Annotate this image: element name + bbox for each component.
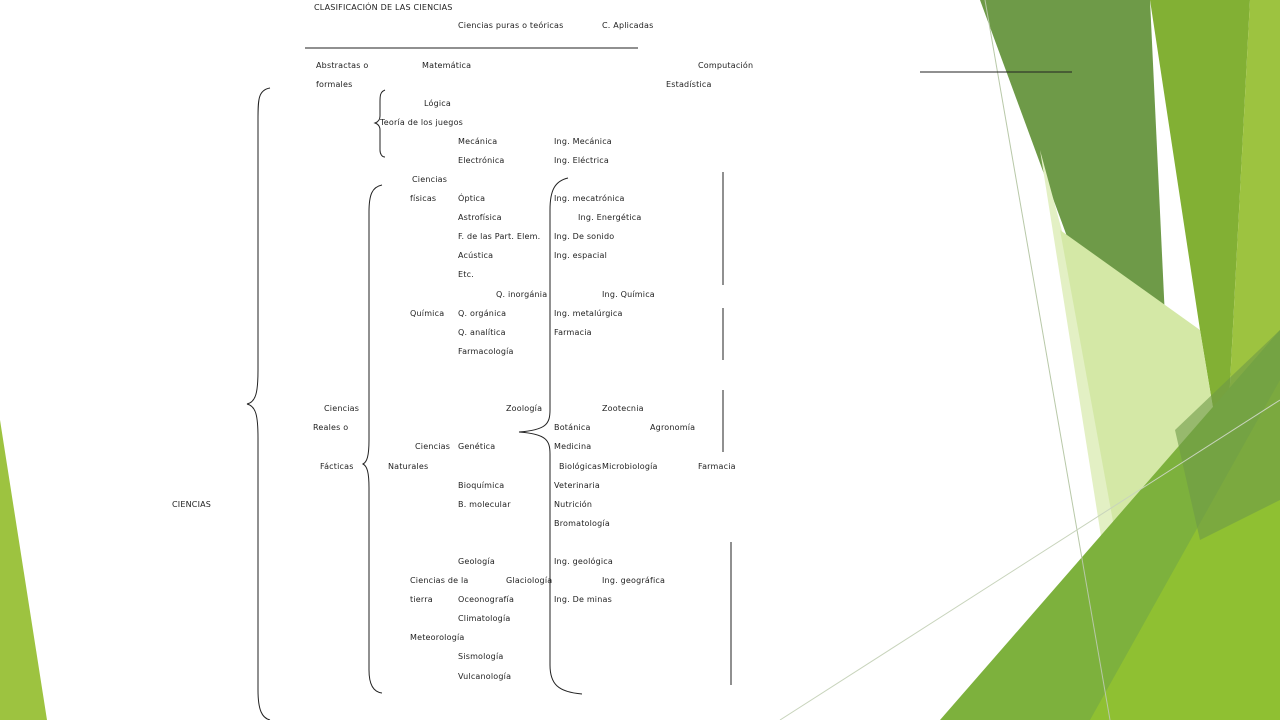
teoria-juegos-label: Teoría de los juegos [380,118,464,127]
abstractas-label: Abstractas o [316,61,369,70]
left-green-facet [0,420,47,720]
geologia-label: Geología [458,557,495,566]
climatologia-label: Climatología [458,614,511,623]
naturales-brace [361,184,383,694]
bottom-dark-accent [1175,330,1280,540]
applied-brace [518,177,583,695]
meteorologia-label: Meteorología [410,633,465,642]
veterinaria-label: Veterinaria [554,481,600,490]
astrofisica-label: Astrofísica [458,213,502,222]
nutricion-label: Nutrición [554,500,593,509]
bromatologia-label: Bromatología [554,519,610,528]
computacion-label: Computación [698,61,754,70]
mecanica-label: Mecánica [458,137,498,146]
agronomia-label: Agronomía [650,423,696,432]
acustica-label: Acústica [458,251,494,260]
electronica-label: Electrónica [458,156,505,165]
farmacia-quimica-label: Farmacia [554,328,592,337]
ing-espacial-label: Ing. espacial [554,251,608,260]
ciencias-tierra-label-2: tierra [410,595,433,604]
medicina-label: Medicina [554,442,592,451]
ing-mecanica-label: Ing. Mecánica [554,137,612,146]
naturales-label: Naturales [388,462,429,471]
root-ciencias: CIENCIAS [172,500,212,509]
microbiologia-label: Microbiología [602,462,658,471]
oceanografia-label: Oceonografía [458,595,515,604]
zoologia-label: Zoología [506,404,543,413]
logica-label: Lógica [424,99,452,108]
sismologia-label: Sismología [458,652,504,661]
ciencias-facticas-line2: Reales o [313,423,349,432]
light-green-stripe [1150,0,1250,480]
zootecnia-label: Zootecnia [602,404,644,413]
optica-label: Óptica [458,194,486,203]
header-pure-sciences: Ciencias puras o teóricas [458,21,564,30]
ing-metalurgica-label: Ing. metalúrgica [554,309,623,318]
formales-label: formales [316,80,353,89]
ciencias-fisicas-label-1: Ciencias [412,175,448,184]
matematica-label: Matemática [422,61,472,70]
ing-quimica-label: Ing. Química [602,290,655,299]
ciencias-brace [246,87,271,720]
ing-electrica-label: Ing. Eléctrica [554,156,609,165]
particulas-label: F. de las Part. Elem. [458,232,541,241]
q-organica-label: Q. orgánica [458,309,507,318]
bioquimica-label: Bioquímica [458,481,505,490]
ciencias-biologicas-label-1: Ciencias [415,442,451,451]
glaciologia-label: Glaciología [506,576,553,585]
ciencias-facticas-line1: Ciencias [324,404,360,413]
farmacologia-label: Farmacología [458,347,514,356]
q-inorganica-label: Q. inorgánia [496,290,548,299]
etc-label: Etc. [458,270,474,279]
ing-sonido-label: Ing. De sonido [554,232,615,241]
diagonal-thin-line-2 [779,399,1280,720]
formales-brace [373,89,386,158]
botanica-label: Botánica [554,423,591,432]
ing-geologica-label: Ing. geológica [554,557,614,566]
ciencias-tierra-label-1: Ciencias de la [410,576,469,585]
ciencias-facticas-line3: Fácticas [320,462,354,471]
ing-minas-label: Ing. De minas [554,595,612,604]
slide-title: CLASIFICACIÓN DE LAS CIENCIAS [314,3,453,12]
genetica-label: Genética [458,442,496,451]
ciencias-biologicas-label-2: Biológicas [559,462,602,471]
header-applied-sciences: C. Aplicadas [602,21,654,30]
estadistica-label: Estadística [666,80,712,89]
b-molecular-label: B. molecular [458,500,511,509]
farmacia-bio-label: Farmacia [698,462,736,471]
diagonal-thin-line-1 [984,0,1111,720]
ing-geografica-label: Ing. geográfica [602,576,666,585]
ing-energetica-label: Ing. Energética [578,213,642,222]
ciencias-fisicas-label-2: físicas [410,194,437,203]
vulcanologia-label: Vulcanología [458,672,512,681]
ing-mecatronica-label: Ing. mecatrónica [554,194,625,203]
q-analitica-label: Q. analítica [458,328,506,337]
quimica-label: Química [410,309,445,318]
